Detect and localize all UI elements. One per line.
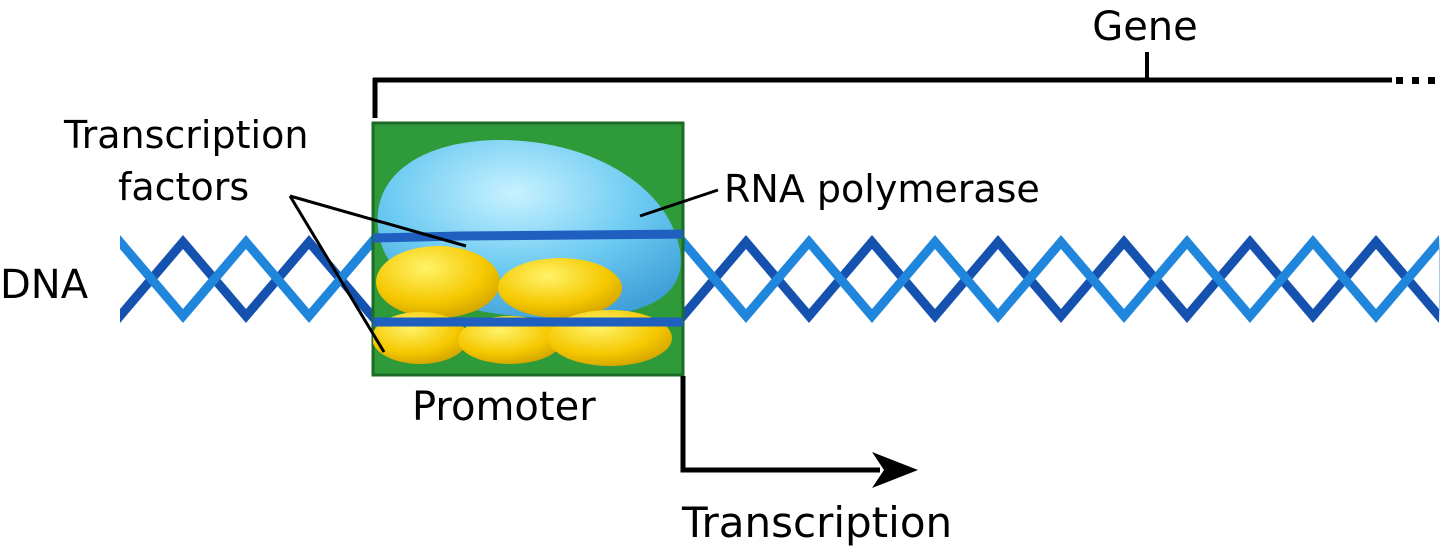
transcription-factor-blob	[376, 246, 500, 318]
dna-strand-segment	[246, 235, 309, 323]
dna-strand-segment	[872, 235, 935, 323]
dna-strand-segment	[1376, 235, 1439, 323]
arrow-head-icon	[872, 452, 918, 488]
promoter-label: Promoter	[412, 384, 596, 430]
dna-label: DNA	[0, 262, 89, 308]
dna-strand-segment	[1187, 235, 1250, 323]
dna-strand-segment	[683, 235, 746, 323]
dna-strand-in-promoter-top	[373, 229, 683, 243]
transcription-label: Transcription	[681, 498, 952, 547]
dna-strand-segment	[1313, 235, 1376, 323]
dna-strand-segment	[998, 235, 1061, 323]
dna-strand-segment	[1124, 235, 1187, 323]
dna-strand-segment	[809, 235, 872, 323]
dna-strand-segment	[1061, 235, 1124, 323]
rna-polymerase-leader	[639, 188, 719, 218]
dna-double-helix	[120, 235, 1440, 323]
transcription-factor-blob	[498, 258, 622, 318]
dna-strand-segment	[1250, 235, 1313, 323]
dna-strand-segment	[746, 235, 809, 323]
transcription-factor-blob	[458, 316, 562, 364]
gene-continuation-dots	[1396, 77, 1435, 84]
dna-strand-segment	[935, 235, 998, 323]
dna-strand-segment	[120, 235, 183, 323]
gene-bracket	[372, 52, 1435, 118]
rna-polymerase-label: RNA polymerase	[724, 167, 1040, 211]
dna-strand-segment	[183, 235, 246, 323]
transcription-factors-label-line2: factors	[118, 165, 249, 209]
transcription-start-arrow	[680, 376, 918, 488]
gene-label: Gene	[1092, 4, 1198, 50]
transcription-factors-leaders	[288, 194, 467, 353]
promoter-region	[371, 121, 685, 377]
transcription-factors-label-line1: Transcription	[63, 113, 308, 157]
